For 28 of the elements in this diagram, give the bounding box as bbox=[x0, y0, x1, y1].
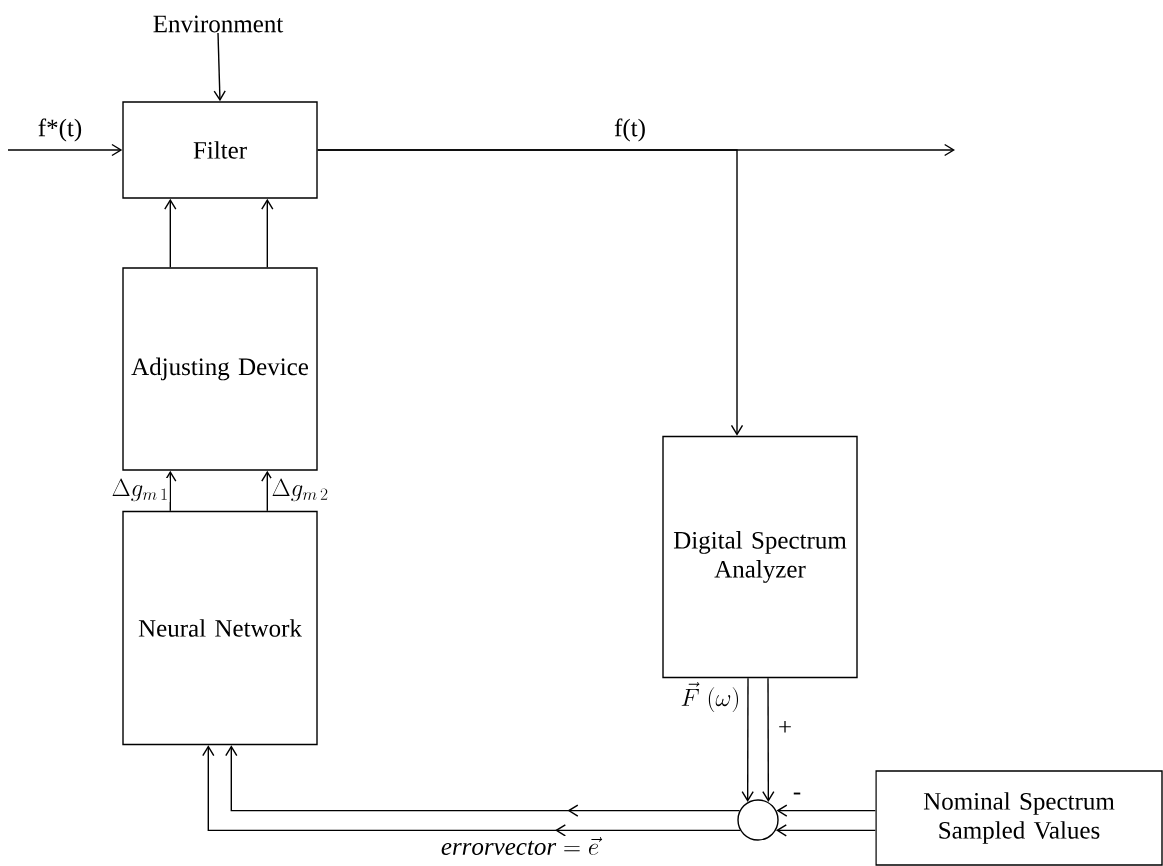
arrow bbox=[775, 824, 876, 837]
input-label: Environment bbox=[153, 15, 284, 33]
arrow bbox=[261, 470, 274, 512]
edge-label: - bbox=[791, 791, 803, 801]
process-box: Neural Network bbox=[122, 510, 318, 746]
edge-label: f(t) bbox=[613, 117, 647, 143]
arrow bbox=[762, 677, 775, 803]
edge-label: f*(t) bbox=[36, 117, 84, 143]
process-box: Digital Spectrum Analyzer bbox=[662, 435, 858, 679]
arrow bbox=[164, 470, 177, 512]
arrow bbox=[202, 745, 741, 837]
arrow bbox=[213, 32, 226, 102]
arrow bbox=[317, 149, 744, 436]
process-box: Adjusting Device bbox=[122, 267, 318, 471]
arrow bbox=[741, 677, 754, 803]
arrow bbox=[7, 143, 123, 157]
edge-label: $\vec{F}\;(\omega)$ bbox=[679, 680, 742, 714]
edge-label: $\Delta g_{m\,2}$ bbox=[270, 478, 330, 502]
arrow bbox=[261, 198, 274, 268]
edge-label: $\mathit{errorvector} = \vec{e}$ bbox=[439, 836, 603, 856]
summing-junction bbox=[737, 799, 779, 841]
arrow bbox=[225, 745, 741, 817]
arrow bbox=[776, 804, 876, 817]
arrow bbox=[164, 198, 177, 268]
edge-label: $\Delta g_{m\,1}$ bbox=[110, 478, 170, 502]
process-box: Nominal Spectrum Sampled Values bbox=[875, 770, 1163, 866]
edge-label: + bbox=[776, 719, 794, 737]
process-box: Filter bbox=[122, 101, 318, 199]
